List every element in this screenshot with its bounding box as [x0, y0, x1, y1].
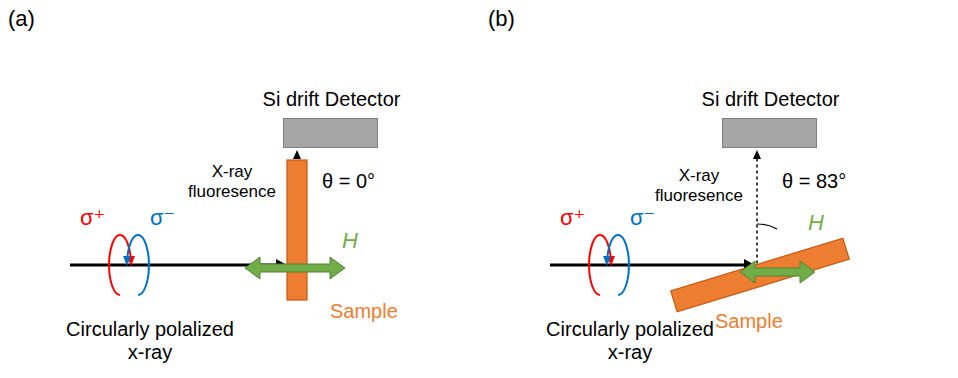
field-arrow: [245, 257, 345, 279]
sample-bar: [671, 238, 850, 312]
edge-label: X-ray fluoresence: [649, 166, 749, 205]
arrow-head: [293, 150, 301, 159]
beam-line: [70, 264, 276, 267]
detector-label: Si drift Detector: [263, 88, 401, 111]
panel-label: (b): [488, 6, 515, 31]
dotted-line: [756, 158, 758, 264]
polarization-label: σ⁺: [560, 205, 585, 230]
sample-bar: [287, 160, 307, 300]
field-label: H: [342, 228, 358, 253]
polarization-loop: [589, 235, 611, 295]
polarization-head: [123, 256, 131, 266]
angle-label: θ = 83°: [782, 170, 846, 193]
detector-box: Si drift Detector: [722, 118, 817, 148]
sample-label: Sample: [715, 310, 783, 333]
field-arrow: [740, 261, 815, 283]
sample-plate: Sample: [665, 225, 865, 325]
edge-label: X-ray fluoresence: [182, 162, 282, 201]
beam-caption: Circularly polalized x-ray: [535, 318, 725, 364]
detector-box: Si drift Detector: [283, 118, 378, 148]
polarization-label: σ⁻: [150, 205, 175, 230]
polarization-label: σ⁻: [630, 205, 655, 230]
beam-line: [550, 264, 744, 267]
fluorescence-arrow: [753, 150, 761, 264]
angle-label: θ = 0°: [322, 170, 375, 193]
panel-label: (a): [8, 6, 35, 31]
detector-label: Si drift Detector: [702, 88, 840, 111]
arrow-head: [753, 150, 761, 159]
polarization-loop: [109, 235, 131, 295]
angle-arc: [757, 224, 777, 229]
beam-caption: Circularly polalized x-ray: [55, 318, 245, 364]
polarization-head: [603, 256, 611, 266]
sample-label: Sample: [330, 300, 398, 323]
polarization-loop: [127, 235, 149, 295]
polarization-loop: [607, 235, 629, 295]
fluorescence-arrow: [293, 150, 301, 159]
field-label: H: [808, 210, 824, 235]
polarization-label: σ⁺: [80, 205, 105, 230]
